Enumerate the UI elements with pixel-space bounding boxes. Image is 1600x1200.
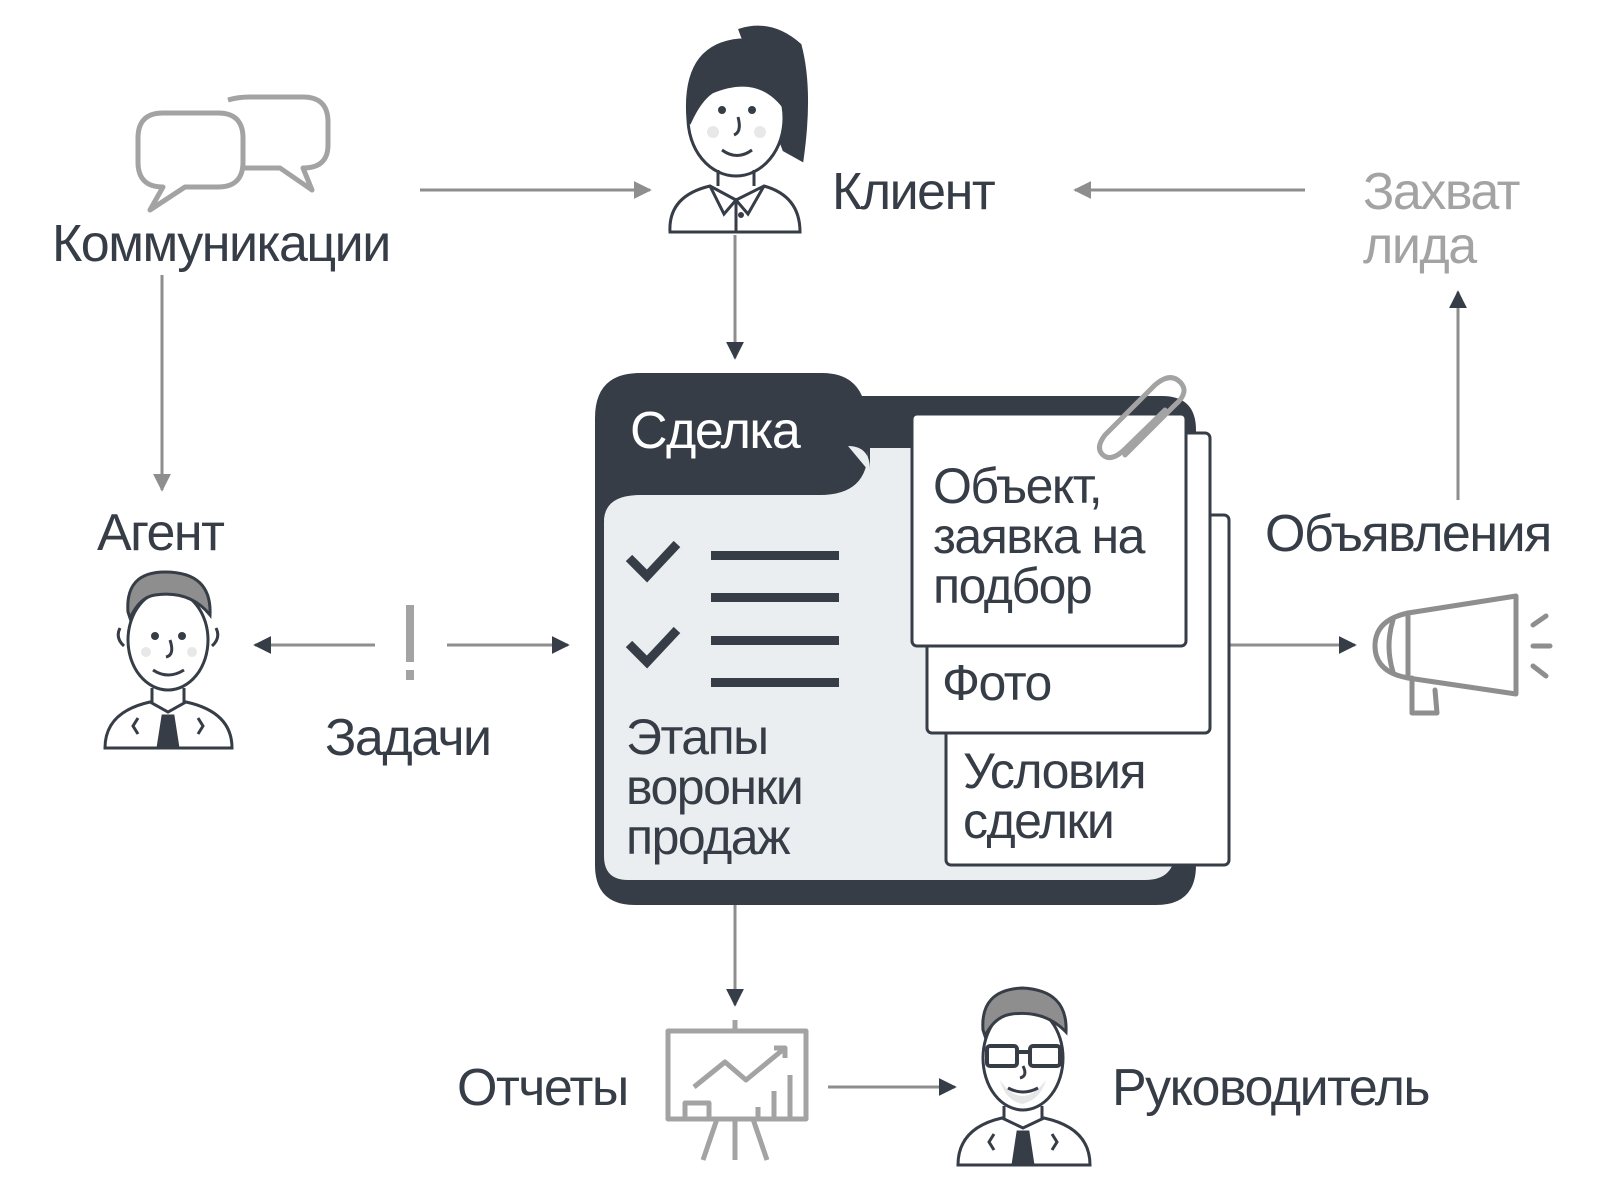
deal-title: Сделка (630, 402, 801, 460)
connectors (153, 181, 1467, 1096)
speech-bubbles-icon (135, 94, 331, 213)
deal-stages-label: Этапы воронки продаж (626, 709, 804, 865)
exclamation-icon (406, 605, 414, 680)
megaphone-icon (1372, 593, 1553, 716)
man-avatar-icon (103, 570, 234, 750)
checkmark-icon (625, 540, 681, 669)
label-communications: Коммуникации (52, 215, 391, 273)
card-photo-label: Фото (942, 655, 1052, 711)
man-with-glasses-avatar-icon (956, 986, 1092, 1167)
woman-avatar-icon (668, 25, 809, 234)
presentation-board-icon (665, 1020, 809, 1161)
label-client: Клиент (832, 163, 996, 221)
label-tasks: Задачи (325, 709, 492, 767)
paperclip-icon (1097, 375, 1187, 461)
card-object-label: Объект, заявка на подбор (933, 458, 1145, 614)
checklist-lines (711, 551, 839, 687)
label-reports: Отчеты (457, 1059, 629, 1117)
card-terms-label: Условия сделки (963, 743, 1147, 849)
label-manager: Руководитель (1112, 1059, 1431, 1117)
deal-panel (595, 373, 1231, 905)
label-lead-capture: Захват лида (1363, 163, 1520, 275)
label-ads: Объявления (1265, 505, 1552, 563)
label-agent: Агент (97, 504, 225, 562)
card-object-box (910, 412, 1188, 648)
